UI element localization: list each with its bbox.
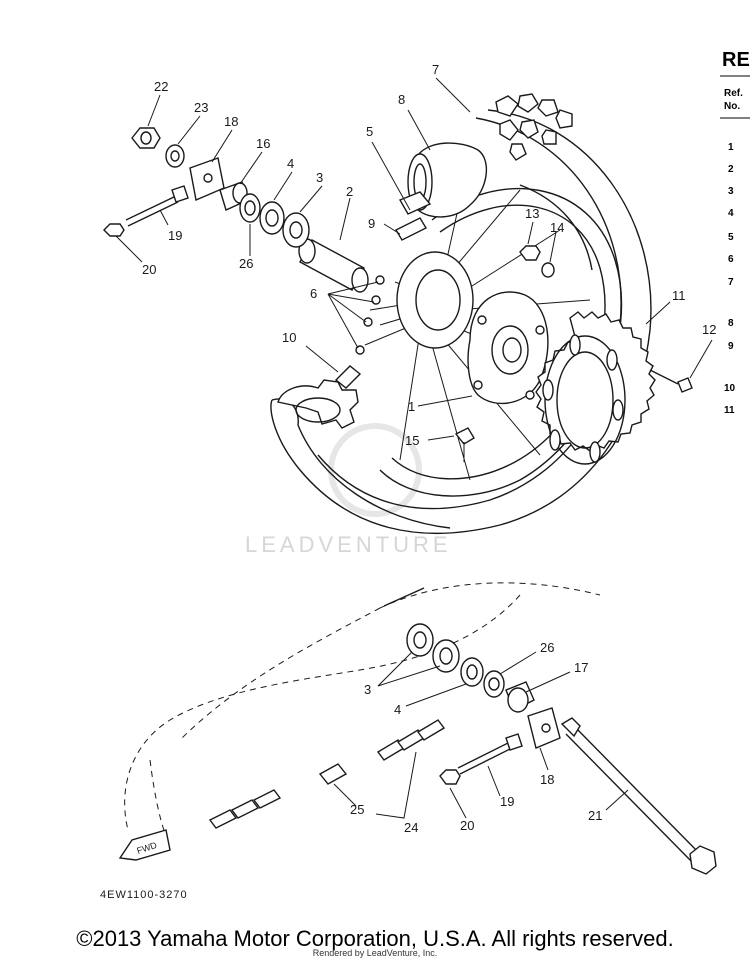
callout: 2	[346, 184, 353, 199]
rim-band	[395, 191, 432, 241]
callout: 4	[394, 702, 401, 717]
small-parts	[334, 245, 693, 462]
ref-number: 2	[728, 164, 734, 175]
ref-number: 10	[724, 383, 736, 394]
callout: 7	[432, 62, 439, 77]
callout: 4	[287, 156, 294, 171]
ref-number: 9	[728, 341, 734, 352]
watermark-text: LEADVENTURE	[245, 532, 452, 557]
ref-number: 5	[728, 232, 734, 243]
ref-number: 6	[728, 254, 734, 265]
callout: 24	[404, 820, 418, 835]
callouts-bottom: 26 17 3 4 18 19 20 25 24 21	[333, 640, 629, 835]
table-title: RE	[722, 49, 750, 71]
ref-number: 11	[724, 405, 735, 416]
callout: 19	[168, 228, 182, 243]
callout: 17	[574, 660, 588, 675]
callout: 13	[525, 206, 539, 221]
callout: 18	[224, 114, 238, 129]
callouts-top: 22 23 18 16 4 3 2 8 7 5 9 13 14 6 10 1 1…	[115, 62, 716, 448]
ref-label: Ref.	[724, 88, 743, 99]
callout: 20	[142, 262, 156, 277]
right-axle-hardware	[406, 623, 717, 875]
ref-number: 1	[728, 142, 734, 153]
rendered-by: Rendered by LeadVenture, Inc.	[312, 948, 438, 958]
callout: 9	[368, 216, 375, 231]
copyright-notice: ©2013 Yamaha Motor Corporation, U.S.A. A…	[76, 926, 674, 951]
callout: 26	[239, 256, 253, 271]
callout: 12	[702, 322, 716, 337]
callout: 19	[500, 794, 514, 809]
tire	[270, 93, 652, 534]
parts-table-header: RE Ref. No. 1 2 3 4 5 6 7 8 9 10 11	[720, 49, 750, 416]
watermark: LEADVENTURE	[245, 423, 452, 557]
callout: 20	[460, 818, 474, 833]
forward-arrow: FWD	[118, 829, 171, 861]
callout: 11	[672, 288, 686, 303]
rear-sprocket	[535, 311, 656, 465]
callout: 8	[398, 92, 405, 107]
ref-number: 4	[728, 208, 734, 219]
callout: 23	[194, 100, 208, 115]
callout: 18	[540, 772, 554, 787]
callout: 3	[364, 682, 371, 697]
callout: 22	[154, 79, 168, 94]
callout: 5	[366, 124, 373, 139]
hub	[396, 251, 549, 405]
callout: 14	[550, 220, 564, 235]
callout: 1	[408, 399, 415, 414]
ref-number: 7	[728, 277, 734, 288]
diagram-code: 4EW1100-3270	[100, 889, 188, 901]
callout: 25	[350, 802, 364, 817]
left-axle-hardware	[103, 127, 310, 248]
callout: 15	[405, 433, 419, 448]
ref-number: 8	[728, 318, 734, 329]
ref-number: 3	[728, 186, 734, 197]
callout: 10	[282, 330, 296, 345]
callout: 26	[540, 640, 554, 655]
axle-collar	[298, 238, 369, 293]
callout: 3	[316, 170, 323, 185]
no-label: No.	[724, 101, 740, 112]
drive-chain	[208, 719, 446, 829]
callout: 21	[588, 808, 602, 823]
callout: 16	[256, 136, 270, 151]
callout: 6	[310, 286, 317, 301]
